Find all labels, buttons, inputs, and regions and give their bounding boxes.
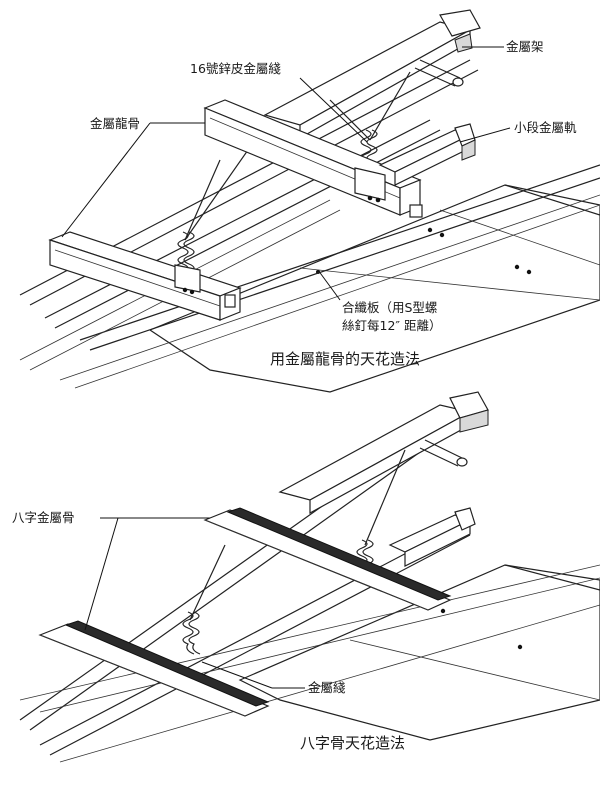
bottom-long-rails	[19, 404, 600, 763]
label-plywood-line1: 合纖板（用S型螺	[342, 300, 437, 315]
label-short-metal-rail: 小段金屬軌	[514, 120, 577, 135]
top-metal-keel-lower	[48, 231, 242, 321]
bottom-eight-keel-lower	[38, 620, 270, 717]
bottom-figure: 八字金屬骨 金屬綫 八字骨天花造法	[12, 391, 600, 763]
bottom-short-rail	[388, 507, 476, 567]
bottom-leader-lines	[84, 517, 305, 689]
top-metal-keel-upper	[203, 99, 423, 218]
bottom-metal-frame	[189, 391, 489, 621]
label-metal-wire: 金屬綫	[308, 680, 346, 695]
bottom-ceiling-board	[238, 564, 600, 741]
top-leader-lines	[61, 46, 511, 301]
caption-top: 用金屬龍骨的天花造法	[270, 350, 420, 368]
caption-bottom: 八字骨天花造法	[300, 734, 405, 752]
label-eight-char-keel: 八字金屬骨	[12, 510, 75, 525]
label-plywood-line2: 絲釘每12″ 距離）	[342, 318, 442, 333]
label-metal-frame: 金屬架	[506, 39, 544, 54]
label-metal-keel: 金屬龍骨	[90, 116, 140, 131]
label-zinc-wire-16: 16號鋅皮金屬綫	[190, 61, 281, 76]
top-short-metal-rail	[378, 123, 476, 186]
top-figure: 金屬架 16號鋅皮金屬綫 金屬龍骨 小段金屬軌 合纖板（用S型螺 絲釘每12″ …	[19, 9, 600, 393]
bottom-eight-keel-upper	[203, 507, 452, 611]
top-metal-frame	[184, 9, 481, 241]
